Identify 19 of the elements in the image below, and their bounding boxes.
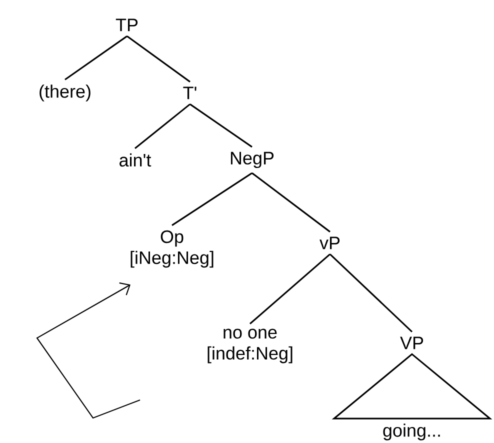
- tree-branch: [134, 104, 190, 149]
- tree-branch: [126, 36, 190, 82]
- phrase-label: T': [183, 86, 196, 100]
- movement-arrow: [36, 282, 140, 419]
- feature-label: no one [indef:Neg]: [208, 328, 292, 364]
- phrase-label: TP: [116, 18, 138, 32]
- tree-branch: [252, 172, 330, 232]
- tree-branch: [249, 254, 331, 324]
- word-label: going...: [383, 424, 440, 440]
- word-label: (there): [40, 84, 90, 102]
- phrase-label: vP: [320, 236, 340, 250]
- phrase-label: NegP: [230, 152, 274, 168]
- tree-branch: [172, 172, 252, 226]
- feature-label: Op [iNeg:Neg]: [130, 230, 214, 268]
- tree-branch: [190, 104, 252, 148]
- phrase-label: VP: [400, 336, 424, 350]
- word-label: ain't: [120, 153, 152, 167]
- tree-branch: [64, 36, 128, 80]
- tree-branch: [329, 254, 413, 332]
